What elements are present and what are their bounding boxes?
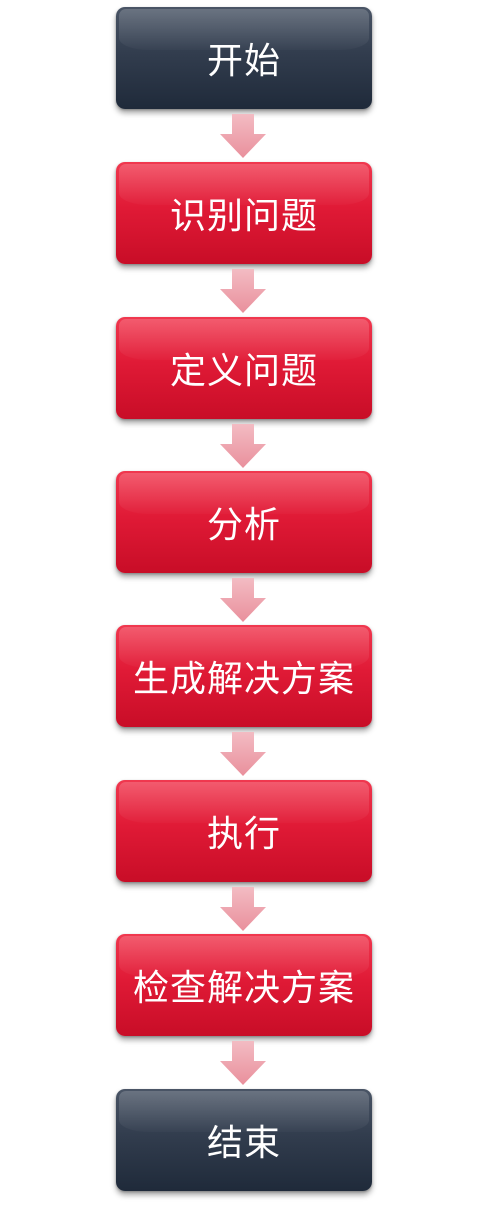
step-define-problem: 定义问题 [116,317,372,419]
down-arrow-icon [220,887,266,931]
step-generate-solutions: 生成解决方案 [116,625,372,727]
step-execute: 执行 [116,780,372,882]
down-arrow-icon [220,269,266,313]
down-arrow-icon [220,732,266,776]
step-label: 结束 [206,1123,281,1164]
down-arrow-icon [220,1041,266,1085]
down-arrow-icon [220,114,266,158]
step-label: 定义问题 [169,351,318,392]
step-label: 分析 [206,505,281,546]
step-label: 执行 [206,814,281,855]
down-arrow-icon [220,578,266,622]
step-label: 识别问题 [169,196,318,237]
step-label: 检查解决方案 [132,968,355,1009]
step-label: 开始 [206,41,281,82]
step-identify-problem: 识别问题 [116,162,372,264]
step-start: 开始 [116,7,372,109]
step-analyze: 分析 [116,471,372,573]
down-arrow-icon [220,424,266,468]
step-check-solutions: 检查解决方案 [116,934,372,1036]
step-label: 生成解决方案 [132,659,355,700]
step-end: 结束 [116,1089,372,1191]
